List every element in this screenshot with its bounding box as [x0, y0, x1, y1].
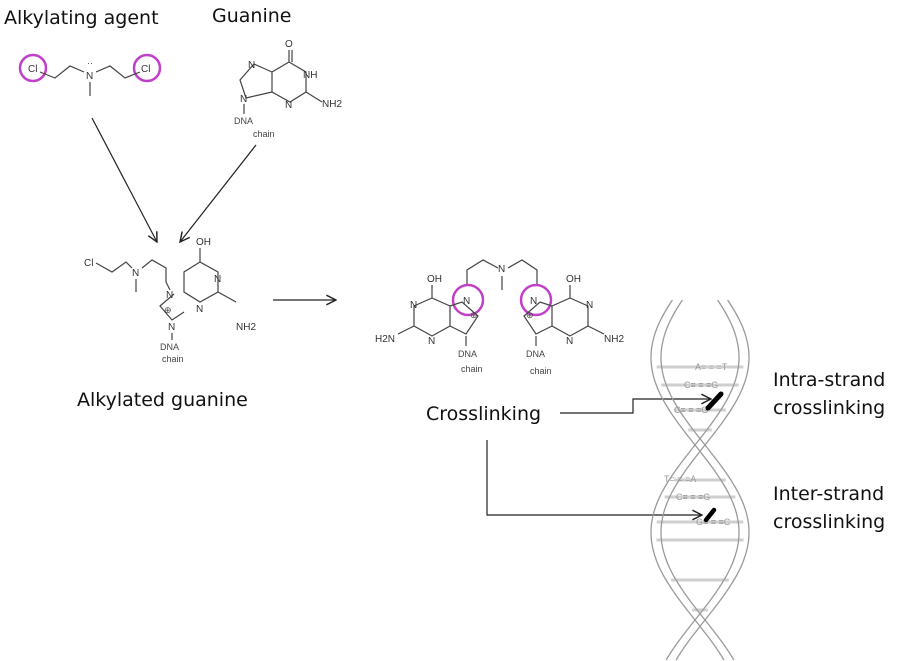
svg-text:Cl: Cl [141, 64, 150, 75]
helix-strand [650, 299, 740, 661]
base-pair: C≡ ≡ ≡G [674, 405, 708, 415]
n7-highlight-circle [519, 283, 553, 317]
svg-text:N: N [463, 296, 470, 307]
svg-text:⊕: ⊕ [526, 310, 534, 320]
svg-text:chain: chain [162, 354, 184, 364]
svg-text:N: N [530, 296, 537, 307]
base-pair: T= = =A [664, 474, 696, 484]
svg-text:N: N [566, 336, 573, 347]
svg-text:NH: NH [303, 70, 317, 81]
guanine-label: Guanine [212, 5, 291, 27]
alkylating-agent-structure: Cl Cl N ·· [18, 53, 162, 96]
inter-strand-label-2: crosslinking [773, 511, 885, 533]
n7-highlight-circle [451, 283, 485, 317]
svg-text:O: O [285, 39, 293, 50]
svg-text:Cl: Cl [28, 64, 37, 75]
svg-text:N: N [410, 300, 417, 311]
svg-text:chain: chain [461, 364, 483, 374]
svg-text:DNA: DNA [458, 349, 477, 359]
svg-text:N: N [196, 304, 203, 315]
svg-text:⊕: ⊕ [470, 310, 478, 320]
helix-strand [660, 299, 750, 661]
inter-strand-crosslink-mark [703, 507, 717, 523]
intra-strand-crosslink-mark [705, 391, 724, 411]
alkylating-agent-label: Alkylating agent [4, 7, 159, 29]
svg-text:··: ·· [87, 58, 93, 68]
helix-strand [660, 299, 750, 661]
svg-text:H2N: H2N [375, 334, 395, 345]
crosslinked-guanine-structure: N N N OH N N H2N ⊕ DNA chain OH N N NH2 … [375, 259, 624, 376]
svg-text:NH2: NH2 [322, 99, 342, 110]
svg-text:DNA: DNA [160, 342, 179, 352]
svg-text:OH: OH [566, 274, 581, 285]
svg-text:⊕: ⊕ [164, 305, 172, 315]
svg-text:N: N [132, 268, 139, 279]
guanine-structure: O NH N NH2 N N DNA chain [234, 39, 342, 139]
svg-text:N: N [248, 60, 255, 71]
svg-text:N: N [428, 336, 435, 347]
intra-strand-label-2: crosslinking [773, 397, 885, 419]
arrow-agent-to-product [91, 117, 157, 242]
alkylated-guanine-label: Alkylated guanine [77, 389, 248, 411]
svg-text:chain: chain [530, 366, 552, 376]
svg-text:N: N [498, 264, 505, 275]
svg-text:NH2: NH2 [236, 322, 256, 333]
svg-text:chain: chain [253, 129, 275, 139]
base-pair: C≡ ≡ ≡G [676, 492, 710, 502]
helix-strand [650, 299, 740, 661]
svg-text:N: N [240, 94, 247, 105]
cl-highlight-circle [132, 53, 162, 83]
svg-text:OH: OH [427, 274, 442, 285]
svg-text:N: N [168, 322, 175, 333]
svg-text:N: N [214, 274, 221, 285]
base-pair-labels: A= = =T C≡ ≡ ≡G C≡ ≡ ≡G T= = =A C≡ ≡ ≡G … [664, 362, 731, 527]
inter-strand-label: Inter-strand [773, 483, 884, 505]
base-pair: A= = =T [695, 362, 728, 372]
svg-text:OH: OH [196, 237, 211, 248]
svg-text:N: N [86, 71, 93, 82]
cl-highlight-circle [18, 53, 48, 83]
svg-text:DNA: DNA [526, 349, 545, 359]
crosslinking-label: Crosslinking [426, 403, 541, 425]
svg-text:N: N [586, 300, 593, 311]
svg-text:N: N [285, 100, 292, 111]
base-pair: G≡ ≡ ≡C [696, 517, 731, 527]
arrow-guanine-to-product [180, 144, 257, 242]
svg-text:N: N [166, 290, 173, 301]
base-pair: C≡ ≡ ≡G [684, 380, 718, 390]
svg-text:Cl: Cl [84, 258, 93, 269]
dna-double-helix [650, 299, 750, 661]
svg-text:NH2: NH2 [604, 334, 624, 345]
inter-strand-leader-arrow [486, 440, 702, 515]
alkylated-guanine-structure: Cl N N OH N N NH2 ⊕ N DNA chain [84, 237, 256, 364]
svg-text:DNA: DNA [234, 116, 253, 126]
intra-strand-label: Intra-strand [773, 369, 885, 391]
